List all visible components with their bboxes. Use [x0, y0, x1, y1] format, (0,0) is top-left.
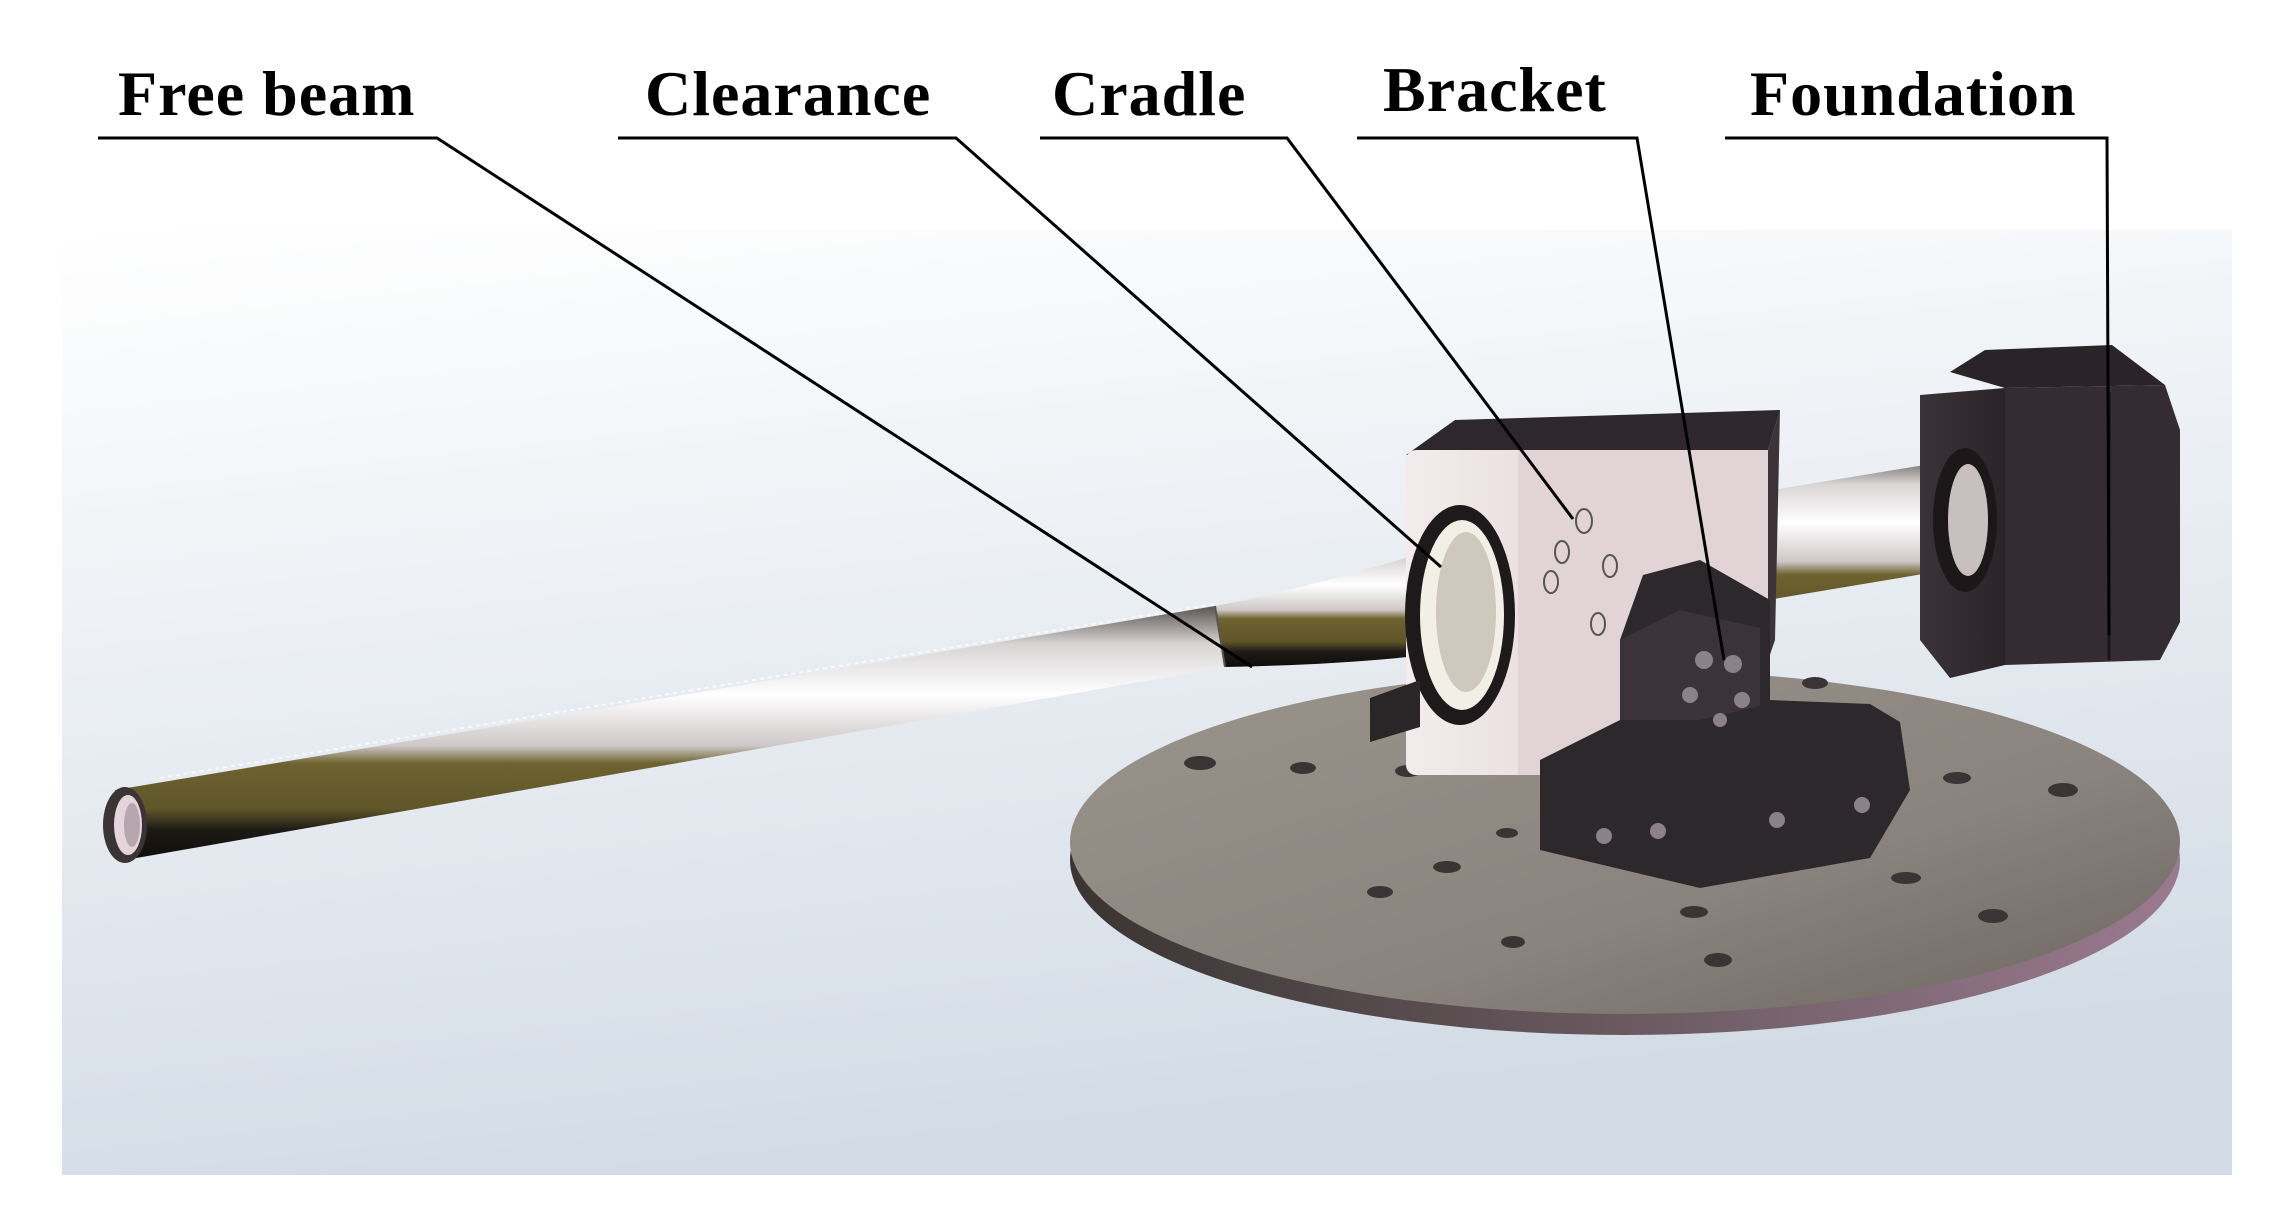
label-bracket: Bracket [1383, 54, 1607, 125]
leader-line-cradle [1040, 136, 1575, 520]
label-free-beam: Free beam [118, 58, 416, 129]
label-clearance: Clearance [645, 58, 932, 129]
label-cradle: Cradle [1052, 58, 1247, 129]
leader-line-foundation [1725, 136, 2111, 636]
foundation [1920, 345, 2180, 678]
leader-line-clearance [618, 136, 1442, 569]
leader-line-bracket [1357, 136, 1726, 661]
leader-lines [98, 136, 2111, 669]
label-foundation: Foundation [1750, 58, 2077, 129]
bracket [1370, 560, 1910, 888]
leader-line-free-beam [98, 136, 1253, 669]
